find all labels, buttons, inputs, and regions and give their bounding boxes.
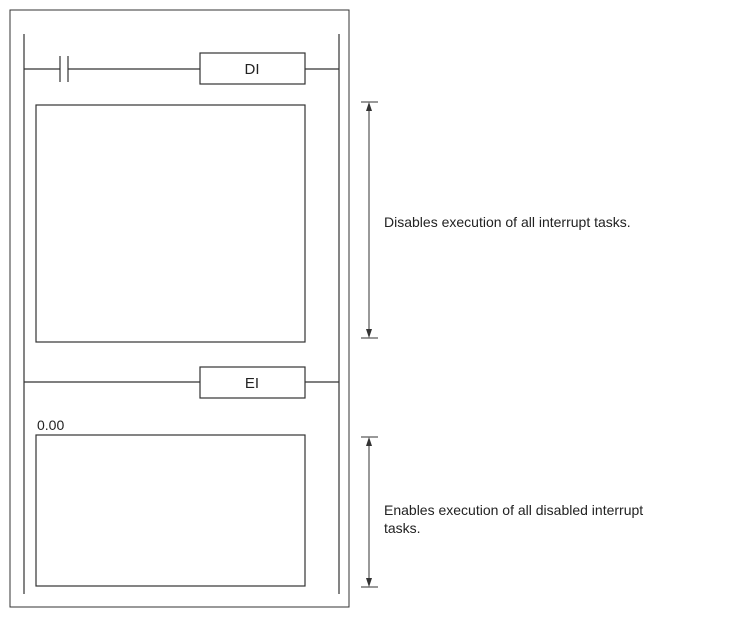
di-annotation: Disables execution of all interrupt task…: [384, 214, 631, 230]
rung-di: DI: [24, 52, 339, 85]
ei-annotation-line1: Enables execution of all disabled interr…: [384, 502, 643, 518]
bracket-ei-arrow-down: [366, 578, 372, 587]
bracket-ei-range: [361, 436, 378, 588]
bracket-di-arrow-down: [366, 329, 372, 338]
bracket-ei-arrow-up: [366, 437, 372, 446]
ei-instruction-label: EI: [245, 375, 259, 392]
outer-frame: [9, 9, 350, 608]
program-block-1: [35, 104, 306, 343]
program-block-2: [35, 434, 306, 587]
rung-ei: EI: [24, 366, 339, 399]
program-block-2-label: 0.00: [37, 417, 64, 433]
ei-annotation-line2: tasks.: [384, 520, 421, 536]
bracket-di-arrow-up: [366, 102, 372, 111]
bracket-di-range: [361, 101, 378, 339]
di-instruction-label: DI: [245, 61, 260, 78]
